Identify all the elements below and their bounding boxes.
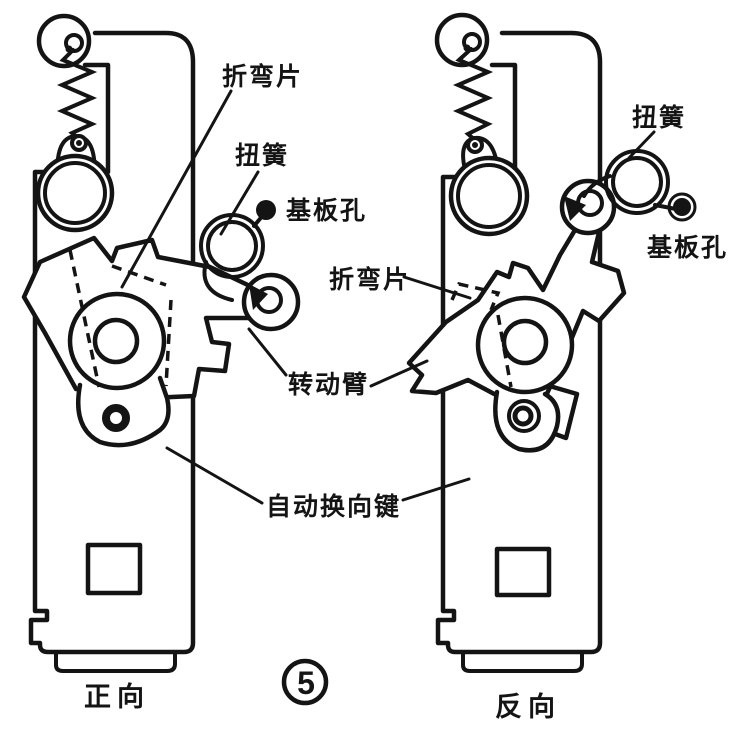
base-plate-hole-dot-right <box>673 198 691 216</box>
spring-hook-wedge-left <box>249 284 268 310</box>
leader-torsion-spring-left <box>219 170 260 236</box>
spring-hook-wedge-right <box>564 196 586 221</box>
base-plate-hole-ring-right <box>667 192 697 222</box>
label-bend-tab-left: 折弯片 <box>222 62 303 91</box>
hidden-edge-left-1 <box>68 249 101 388</box>
caption-reverse: 反向 <box>495 691 561 722</box>
torsion-spring-leg-upper-right <box>653 203 678 211</box>
arm-hook-ring-hole-right <box>576 189 604 217</box>
hidden-edge-right-1 <box>496 314 513 388</box>
cam-hub-hole-left <box>92 317 140 365</box>
label-rotating-arm: 转动臂 <box>288 370 369 399</box>
figure-number-badge: 5 <box>281 658 329 706</box>
figure-number-circle <box>281 658 329 706</box>
torsion-spring-coil-inner-left <box>206 220 258 272</box>
label-torsion-spring-right: 扭簧 <box>632 103 686 132</box>
key-plate-foot-left <box>54 650 177 673</box>
tension-spring-left <box>56 48 98 141</box>
leader-auto-key-to-left <box>165 446 264 505</box>
text-labels: 折弯片 扭簧 基板孔 折弯片 转动臂 自动换向键 扭簧 基板孔 正向 反向 <box>84 62 728 722</box>
key-plate-square-hole-right <box>494 546 552 598</box>
label-torsion-spring-left: 扭簧 <box>235 141 289 170</box>
right-mechanism <box>406 12 697 673</box>
leader-auto-key-to-right <box>401 477 471 502</box>
arm-pivot-hole-left <box>102 404 130 432</box>
torsion-spring-leg-lower-left <box>202 260 234 302</box>
cam-hub-hole-right <box>501 318 549 366</box>
spring-end-dot-left <box>76 140 82 146</box>
base-plate-hole-dot-left <box>256 200 276 220</box>
caption-forward: 正向 <box>84 681 150 712</box>
label-base-plate-hole-left: 基板孔 <box>286 197 367 225</box>
leader-bend-tab-right <box>402 275 472 300</box>
leader-bend-tab-left <box>120 89 233 289</box>
bend-tab-hidden-left <box>111 264 167 287</box>
hidden-edge-left-2 <box>164 299 173 387</box>
top-pulley-left <box>36 13 92 69</box>
lever-ring-inner-left <box>43 161 107 225</box>
figure-number: 5 <box>297 665 315 701</box>
label-bend-tab-right: 折弯片 <box>329 265 410 294</box>
spring-end-dot-right <box>472 142 478 148</box>
top-pulley-right <box>434 12 490 68</box>
leader-lines <box>120 89 656 505</box>
arm-pivot-hole-right <box>512 405 534 427</box>
torsion-spring-coil-inner-right <box>611 156 663 208</box>
label-base-plate-hole-right: 基板孔 <box>647 234 728 262</box>
key-plate-foot-right <box>461 650 584 673</box>
tension-spring-right <box>452 47 494 142</box>
label-auto-reverse-key: 自动换向键 <box>266 492 401 521</box>
leader-rotating-arm-to-left <box>247 327 288 377</box>
leader-rotating-arm-to-right <box>369 359 429 388</box>
key-plate-square-hole-left <box>85 542 143 596</box>
leader-torsion-spring-right <box>627 130 656 160</box>
lever-ring-inner-right <box>456 163 522 229</box>
left-mechanism <box>21 13 301 673</box>
